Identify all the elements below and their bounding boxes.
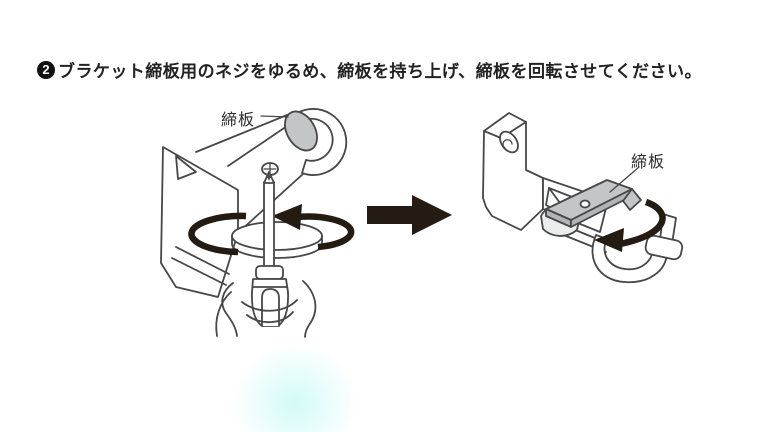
rotation-arrow-icon — [188, 204, 355, 259]
figure-rotate-plate — [482, 112, 684, 284]
label-leader-right — [609, 166, 640, 193]
label-leader-left — [260, 115, 289, 118]
click-highlight-glow — [215, 325, 375, 432]
figure-loosen-screw — [160, 108, 355, 338]
screwdriver — [251, 171, 289, 327]
next-step-arrow-icon — [367, 195, 452, 235]
part-label-left: 締板 — [221, 112, 256, 129]
clamp-plate-left — [284, 110, 318, 152]
bracket-cup — [284, 108, 348, 176]
clamp-plate-right — [545, 179, 642, 228]
rotation-arrow-icon — [594, 198, 666, 252]
step-number-badge: 2 — [37, 60, 55, 79]
part-label-right: 締板 — [631, 154, 666, 171]
instruction-text: ブラケット締板用のネジをゆるめ、締板を持ち上げ、締板を回転させてください。 — [58, 62, 702, 81]
instruction-line: 2 ブラケット締板用のネジをゆるめ、締板を持ち上げ、締板を回転させてください。 — [37, 57, 702, 82]
